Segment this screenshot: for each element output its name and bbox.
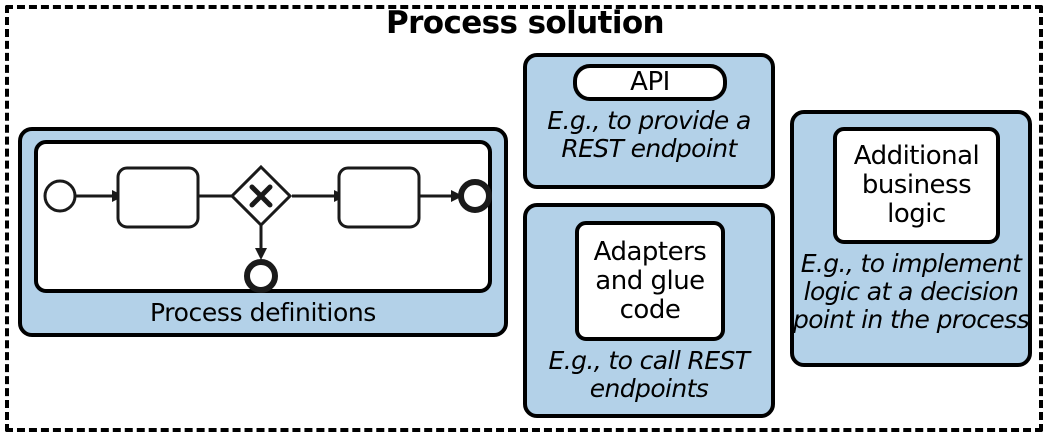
page-title: Process solution <box>385 5 665 41</box>
bpmn-end-event-1 <box>458 179 492 213</box>
panel-label-process-definitions: Process definitions <box>150 298 376 327</box>
bpmn-exclusive-gateway <box>229 164 293 228</box>
process-solution-container <box>5 5 1043 432</box>
card-logic-title-line-1: Additional <box>853 141 980 171</box>
caption-logic-line-3: point in the process <box>792 305 1030 334</box>
bpmn-task-2 <box>337 166 421 229</box>
bpmn-start-event <box>43 179 77 213</box>
caption-adapters-line-1: E.g., to call REST <box>548 346 751 375</box>
caption-logic-line-2: logic at a decision <box>803 277 1019 306</box>
card-adapters[interactable]: Adapters and glue code <box>575 221 725 341</box>
card-api-title: API <box>630 67 670 97</box>
card-additional-business-logic[interactable]: Additional business logic <box>833 127 1000 244</box>
card-logic-title-line-2: business <box>861 170 972 200</box>
caption-adapters: E.g., to call REST endpoints <box>525 347 773 403</box>
bpmn-task-1 <box>116 166 200 229</box>
caption-api-line-2: REST endpoint <box>561 134 737 163</box>
caption-api: E.g., to provide a REST endpoint <box>525 107 773 163</box>
card-adapters-title-line-1: Adapters <box>593 236 707 267</box>
caption-adapters-line-2: endpoints <box>589 374 709 403</box>
caption-additional-business-logic: E.g., to implement logic at a decision p… <box>792 250 1030 334</box>
caption-logic-line-1: E.g., to implement <box>800 249 1022 278</box>
caption-api-line-1: E.g., to provide a <box>547 106 751 135</box>
card-logic-title-line-3: logic <box>887 199 946 229</box>
card-api[interactable]: API <box>573 64 727 101</box>
card-adapters-title-line-3: code <box>619 294 681 325</box>
card-adapters-title-line-2: and glue <box>595 265 705 296</box>
bpmn-end-event-2 <box>244 259 278 293</box>
bpmn-process-diagram <box>43 164 492 293</box>
